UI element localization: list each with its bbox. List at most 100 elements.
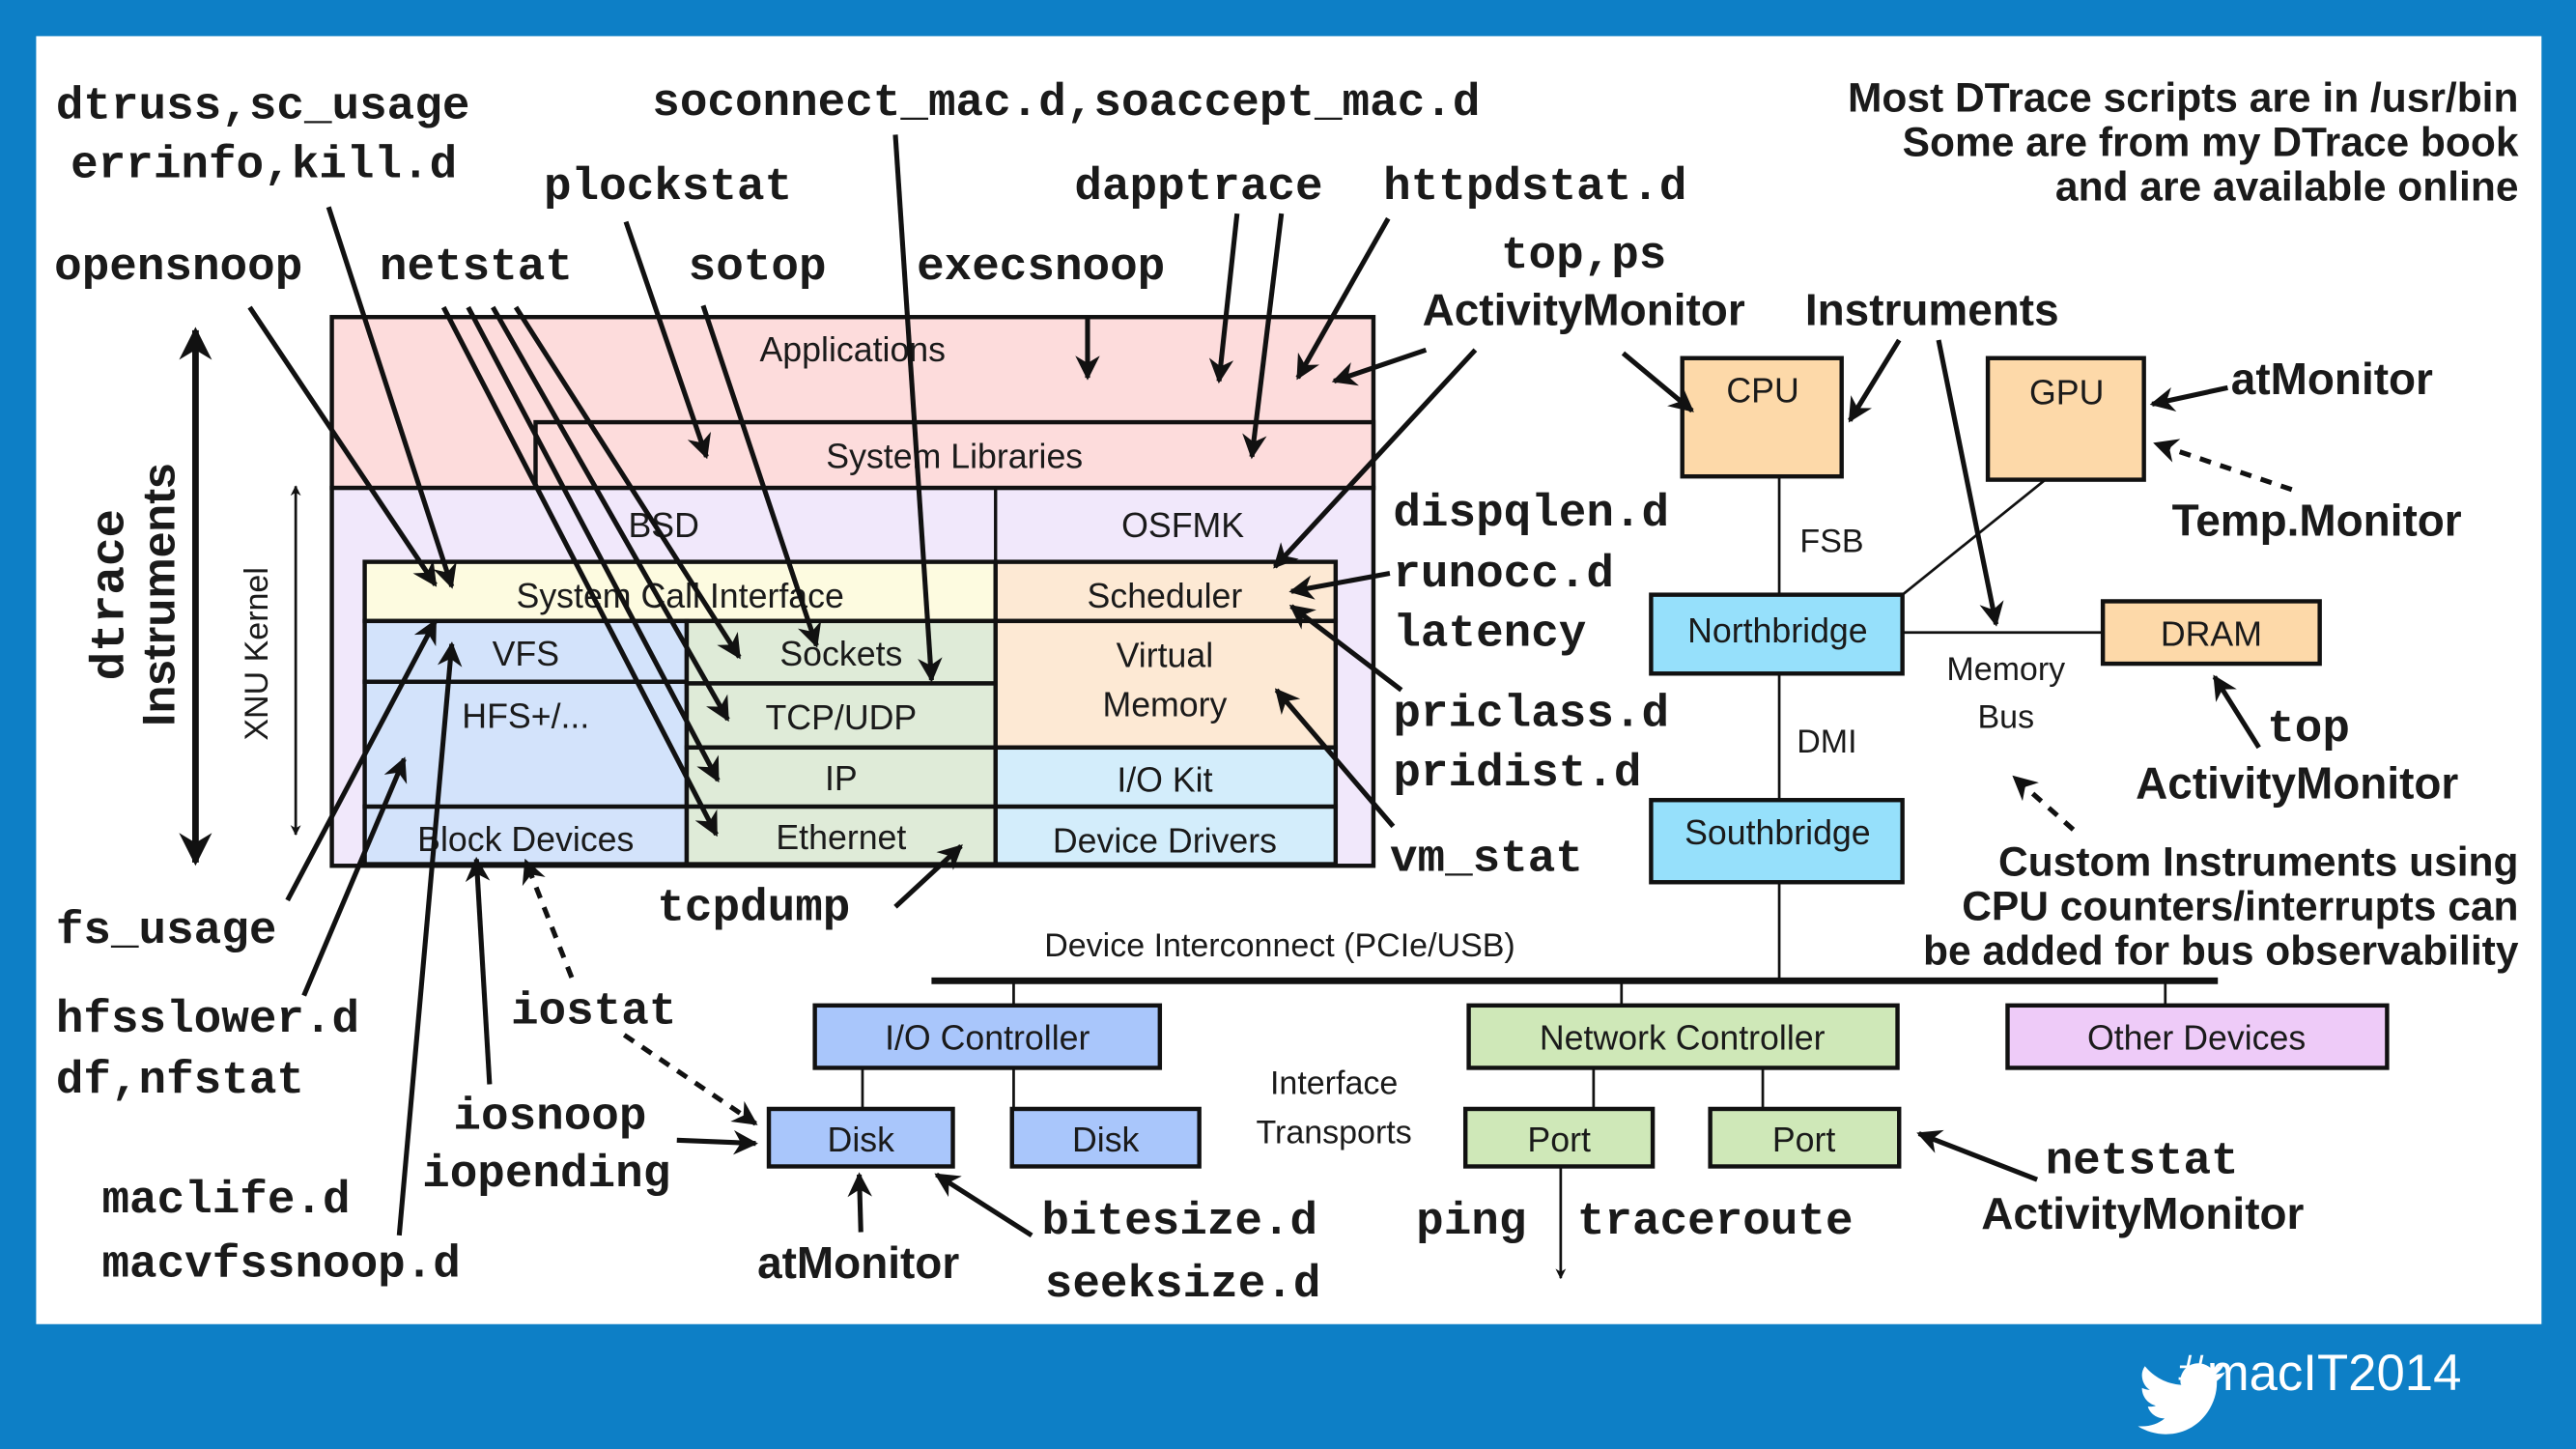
tool-ping: ping xyxy=(1416,1196,1526,1248)
io-kit-label: I/O Kit xyxy=(1117,761,1212,800)
virtual-memory-label-1: Virtual xyxy=(1117,636,1214,674)
system-call-interface-label: System Call Interface xyxy=(517,577,844,615)
ethernet-box xyxy=(684,804,998,867)
arrow-vm-stat xyxy=(1274,688,1396,829)
side-labels: dtrace Instruments XNU Kernel xyxy=(84,327,301,867)
tool-fs-usage: fs_usage xyxy=(56,905,277,957)
arrow-dapptrace-2 xyxy=(1242,213,1285,460)
dram-box xyxy=(2100,599,2322,667)
arrow-hfsslower xyxy=(301,756,408,997)
tool-httpdstat: httpdstat.d xyxy=(1383,161,1686,213)
tool-netstat-port: netstat xyxy=(2046,1135,2239,1187)
note-line-1: Most DTrace scripts are in /usr/bin xyxy=(1848,76,2518,122)
dram-label: DRAM xyxy=(2161,614,2262,653)
arrow-priclass-scheduler xyxy=(1288,604,1403,693)
tool-iostat: iostat xyxy=(511,986,676,1038)
disk-label-2: Disk xyxy=(1072,1121,1140,1159)
vfs-label: VFS xyxy=(493,635,559,673)
port-label-1: Port xyxy=(1527,1121,1591,1159)
northbridge-label: Northbridge xyxy=(1687,611,1868,650)
tcp-udp-label: TCP/UDP xyxy=(765,698,917,737)
disk-box-2 xyxy=(1009,1106,1202,1169)
southbridge-box xyxy=(1649,798,1905,885)
io-controller-box xyxy=(812,1003,1163,1070)
tool-soconnect-soaccept: soconnect_mac.d,soaccept_mac.d xyxy=(652,77,1480,129)
memory-bus-label-1: Memory xyxy=(1946,651,2065,688)
dtrace-vertical-label: dtrace xyxy=(84,509,138,681)
tool-arrows xyxy=(247,134,2293,1280)
arrow-netstat-2 xyxy=(466,305,721,783)
tool-bitesize: bitesize.d xyxy=(1041,1196,1317,1248)
tool-top-ps: top,ps xyxy=(1501,230,1666,282)
tool-errinfo-kill: errinfo,kill.d xyxy=(71,140,457,192)
instruments-vertical-label: Instruments xyxy=(133,463,184,725)
arrow-iosnoop-disk xyxy=(676,1129,758,1155)
scripts-note: Most DTrace scripts are in /usr/bin Some… xyxy=(1848,76,2519,211)
arrow-iostat-disk xyxy=(622,1033,758,1126)
hardware: CPU GPU FSB Northbridge DRAM Memory Bus … xyxy=(766,355,2390,1169)
ip-label: IP xyxy=(825,759,858,798)
tool-sotop: sotop xyxy=(689,242,827,294)
system-libraries-layer xyxy=(533,419,1376,491)
tool-execsnoop: execsnoop xyxy=(917,242,1165,294)
applications-label: Applications xyxy=(759,330,946,369)
arrow-top-dram xyxy=(2212,674,2261,750)
arrow-dtruss xyxy=(326,206,457,589)
interface-transports-label-1: Interface xyxy=(1270,1065,1398,1102)
arrow-bitesize-disk xyxy=(934,1172,1033,1238)
tool-activitymonitor-port: ActivityMonitor xyxy=(1981,1188,2304,1238)
block-devices-label: Block Devices xyxy=(417,820,634,859)
note-line-3: and are available online xyxy=(2055,164,2519,210)
arrow-runocc-scheduler xyxy=(1288,571,1391,600)
tool-vm-stat: vm_stat xyxy=(1390,833,1583,885)
cpu-box xyxy=(1680,355,1844,479)
arrow-plockstat xyxy=(623,220,712,460)
tool-hfsslower: hfsslower.d xyxy=(56,994,359,1046)
tool-maclife: maclife.d xyxy=(101,1175,350,1227)
tool-traceroute: traceroute xyxy=(1577,1196,1854,1248)
osfmk-label: OSFMK xyxy=(1121,506,1244,545)
arrow-temp-monitor-gpu xyxy=(2153,439,2293,493)
custom-instruments-line-1: Custom Instruments using xyxy=(1998,839,2518,885)
southbridge-label: Southbridge xyxy=(1684,813,1871,852)
footer: #macIT2014 xyxy=(2137,1345,2461,1435)
sockets-label: Sockets xyxy=(779,635,902,673)
arrow-sotop xyxy=(700,304,822,648)
network-controller-box xyxy=(1466,1003,1900,1070)
arrow-atmonitor-disk xyxy=(847,1172,872,1233)
tool-iopending: iopending xyxy=(422,1149,670,1201)
io-controller-label: I/O Controller xyxy=(885,1019,1090,1058)
ethernet-label: Ethernet xyxy=(776,818,906,857)
tool-top-dram: top xyxy=(2267,703,2350,755)
tool-activitymonitor: ActivityMonitor xyxy=(1423,285,1745,335)
arrow-activitymonitor-scheduler xyxy=(1273,348,1478,569)
disk-box-1 xyxy=(766,1106,955,1169)
tool-iosnoop: iosnoop xyxy=(453,1091,646,1143)
arrow-httpdstat xyxy=(1295,216,1391,381)
port-box-2 xyxy=(1708,1106,1902,1169)
arrow-opensnoop xyxy=(247,305,438,587)
hfs-box xyxy=(362,679,690,810)
twitter-bird-icon xyxy=(2137,1363,2228,1435)
tool-df-nfstat: df,nfstat xyxy=(56,1055,304,1107)
tool-netstat: netstat xyxy=(380,242,573,294)
scheduler-label: Scheduler xyxy=(1088,577,1243,615)
device-drivers-label: Device Drivers xyxy=(1053,822,1277,861)
arrow-netstat-3 xyxy=(491,305,730,723)
other-devices-label: Other Devices xyxy=(2087,1019,2306,1058)
dmi-label: DMI xyxy=(1797,724,1856,760)
tool-atmonitor-gpu: atMonitor xyxy=(2231,354,2433,404)
arrow-netstat-1 xyxy=(440,305,719,838)
arrow-custom-instruments xyxy=(2012,775,2076,832)
arrow-tcpdump xyxy=(893,843,963,909)
hfs-label: HFS+/... xyxy=(462,696,589,735)
arrow-soconnect xyxy=(892,134,943,683)
system-libraries-label: System Libraries xyxy=(826,438,1083,476)
tool-opensnoop: opensnoop xyxy=(54,242,302,294)
arrow-netstat-port xyxy=(1916,1129,2039,1182)
arrow-maclife xyxy=(396,641,463,1236)
interface-transports-label-2: Transports xyxy=(1257,1115,1412,1151)
memory-bus-label-2: Bus xyxy=(1977,698,2034,735)
tool-activitymonitor-dram: ActivityMonitor xyxy=(2136,758,2458,809)
gpu-box xyxy=(1985,355,2146,482)
